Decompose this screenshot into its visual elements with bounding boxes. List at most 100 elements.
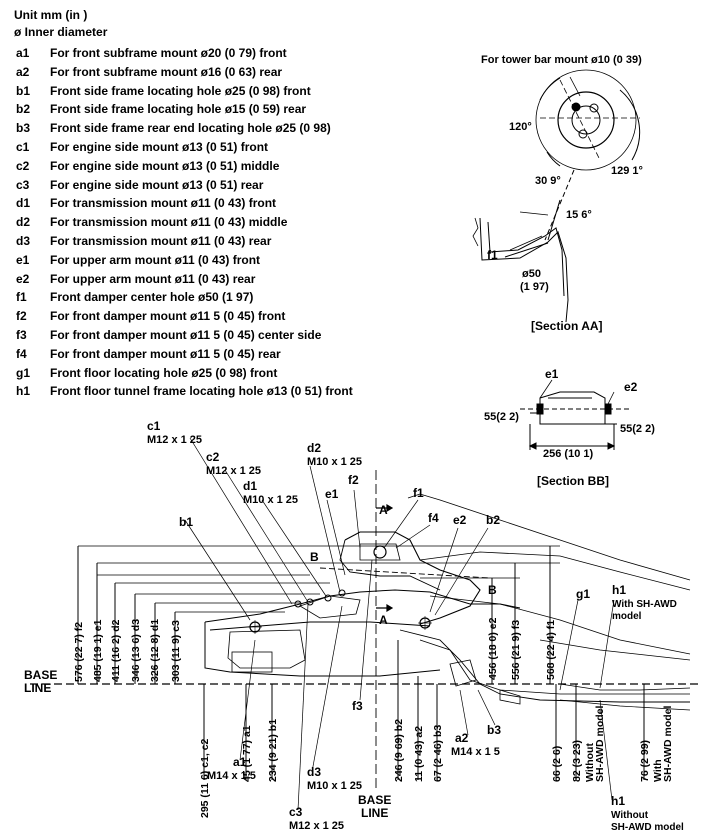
legend-text: For upper arm mount ø11 (0 43) rear: [50, 271, 256, 286]
section-bb-width-dim: 256 (10 1): [543, 448, 593, 460]
label-h1-with-note2: model: [612, 611, 642, 622]
legend-text: For front damper mount ø11 5 (0 45) rear: [50, 346, 281, 361]
legend-text: Front side frame rear end locating hole …: [50, 121, 331, 136]
label-c2-bolt: M12 x 1 25: [206, 465, 261, 477]
label-f3: f3: [352, 699, 363, 713]
unit-note: Unit mm (in ): [14, 8, 88, 22]
section-bb-left-dim: 55(2 2): [484, 411, 519, 423]
legend-text: Front damper center hole ø50 (1 97): [50, 290, 254, 305]
label-g1: g1: [576, 587, 590, 601]
section-aa-drawing: [472, 69, 641, 323]
legend-code: b2: [16, 102, 31, 117]
legend-text: For engine side mount ø13 (0 51) front: [50, 139, 269, 154]
dim-303: 303 (11 9) c3: [170, 620, 182, 682]
legend-text: For transmission mount ø11 (0 43) rear: [50, 233, 272, 248]
legend-code: f4: [16, 346, 27, 361]
label-c2: c2: [206, 450, 220, 464]
legend-row-b2: b2 Front side frame locating hole ø15 (0 …: [14, 100, 353, 119]
section-bb-drawing: [520, 379, 630, 450]
dim-295: 295 (11 6) c1, c2: [199, 738, 211, 818]
angle-15-label: 15 6°: [566, 209, 592, 221]
dim-576: 576 (22 7) f2: [73, 622, 85, 682]
diameter-note: ø Inner diameter: [14, 25, 108, 39]
legend-code: a2: [16, 64, 30, 79]
dim-456: 456 (18 0) e2: [487, 617, 499, 680]
label-d1-bolt: M10 x 1 25: [243, 494, 298, 506]
legend-text: Front side frame locating hole ø15 (0 59…: [50, 102, 307, 117]
angle-30-label: 30 9°: [535, 175, 561, 187]
section-bb-e2-label: e2: [624, 380, 638, 394]
label-e2: e2: [453, 513, 467, 527]
legend-text: For transmission mount ø11 (0 43) middle: [50, 215, 288, 230]
section-aa-dia-in-label: (1 97): [520, 281, 549, 293]
legend-row-d2: d2 For transmission mount ø11 (0 43) midd…: [14, 213, 353, 232]
dim-346: 346 (13 6) d3: [130, 619, 142, 682]
dim-76-note-2: SH-AWD model: [662, 706, 674, 783]
label-d3: d3: [307, 765, 321, 779]
label-section-a-bottom: A: [379, 613, 388, 627]
base-line-bottom-label-2: LINE: [361, 806, 388, 820]
legend-text: For upper arm mount ø11 (0 43) front: [50, 252, 261, 267]
legend-text: For engine side mount ø13 (0 51) middle: [50, 158, 280, 173]
dim-82-note-1: Without: [584, 743, 596, 782]
label-f1: f1: [413, 486, 424, 500]
legend-code: h1: [16, 384, 31, 399]
label-a1-bolt: M14 x 1 5: [207, 770, 256, 782]
legend-text: For engine side mount ø13 (0 51) rear: [50, 177, 264, 192]
dim-485: 485 (19 1) e1: [92, 619, 104, 682]
legend-code: a1: [16, 46, 30, 60]
legend-code: c2: [16, 158, 30, 173]
label-b3: b3: [487, 723, 501, 737]
label-h1-with: h1: [612, 583, 626, 597]
legend-text: For transmission mount ø11 (0 43) front: [50, 196, 277, 211]
main-side-view: [30, 437, 698, 811]
base-line-bottom-label-1: BASE: [358, 793, 391, 807]
label-d3-bolt: M10 x 1 25: [307, 780, 362, 792]
legend-code: d3: [16, 233, 31, 248]
legend-row-b1: b1 Front side frame locating hole ø25 (0 …: [14, 82, 353, 101]
legend-text: Front side frame locating hole ø25 (0 98…: [50, 83, 311, 98]
dim-326: 326 (12 8) d1: [149, 619, 161, 682]
label-h1-without-note2: SH-AWD model: [611, 822, 684, 833]
label-c1: c1: [147, 419, 161, 433]
label-d1: d1: [243, 479, 257, 493]
dim-45: 45 (1 77) a1: [241, 725, 253, 782]
dim-82: 82 (3 23): [571, 740, 583, 782]
section-aa-caption: [Section AA]: [531, 319, 603, 333]
label-a2-bolt: M14 x 1 5: [451, 746, 500, 758]
label-a1: a1: [233, 755, 247, 769]
legend-code: d2: [16, 215, 31, 230]
legend-text: Front floor tunnel frame locating hole ø…: [50, 384, 353, 399]
legend-code: e1: [16, 252, 30, 267]
label-h1-with-note1: With SH-AWD: [612, 599, 677, 610]
label-c1-bolt: M12 x 1 25: [147, 434, 202, 446]
dim-67: 67 (2 46) b3: [432, 725, 444, 782]
tower-bar-label: For tower bar mount ø10 (0 39): [481, 54, 642, 66]
legend-text: For front damper mount ø11 5 (0 45) fron…: [50, 309, 286, 324]
label-d2-bolt: M10 x 1 25: [307, 456, 362, 468]
legend-code: b1: [16, 83, 31, 98]
label-b1: b1: [179, 515, 193, 529]
section-bb-e1-label: e1: [545, 367, 559, 381]
label-h1-without: h1: [611, 794, 625, 808]
angle-120-label: 120°: [509, 121, 532, 133]
dim-411: 411 (16 2) d2: [110, 619, 122, 682]
legend-row-c2: c2 For engine side mount ø13 (0 51) middl…: [14, 157, 353, 176]
base-line-left-label-1: BASE: [24, 668, 57, 682]
label-section-b-right: B: [488, 583, 497, 597]
label-f4: f4: [428, 511, 439, 525]
label-e1: e1: [325, 487, 339, 501]
label-c3: c3: [289, 805, 303, 819]
dim-82-note-2: SH-AWD model: [594, 706, 606, 783]
legend-row-d3: d3 For transmission mount ø11 (0 43) rear: [14, 232, 353, 251]
angle-129-label: 129 1°: [611, 165, 643, 177]
